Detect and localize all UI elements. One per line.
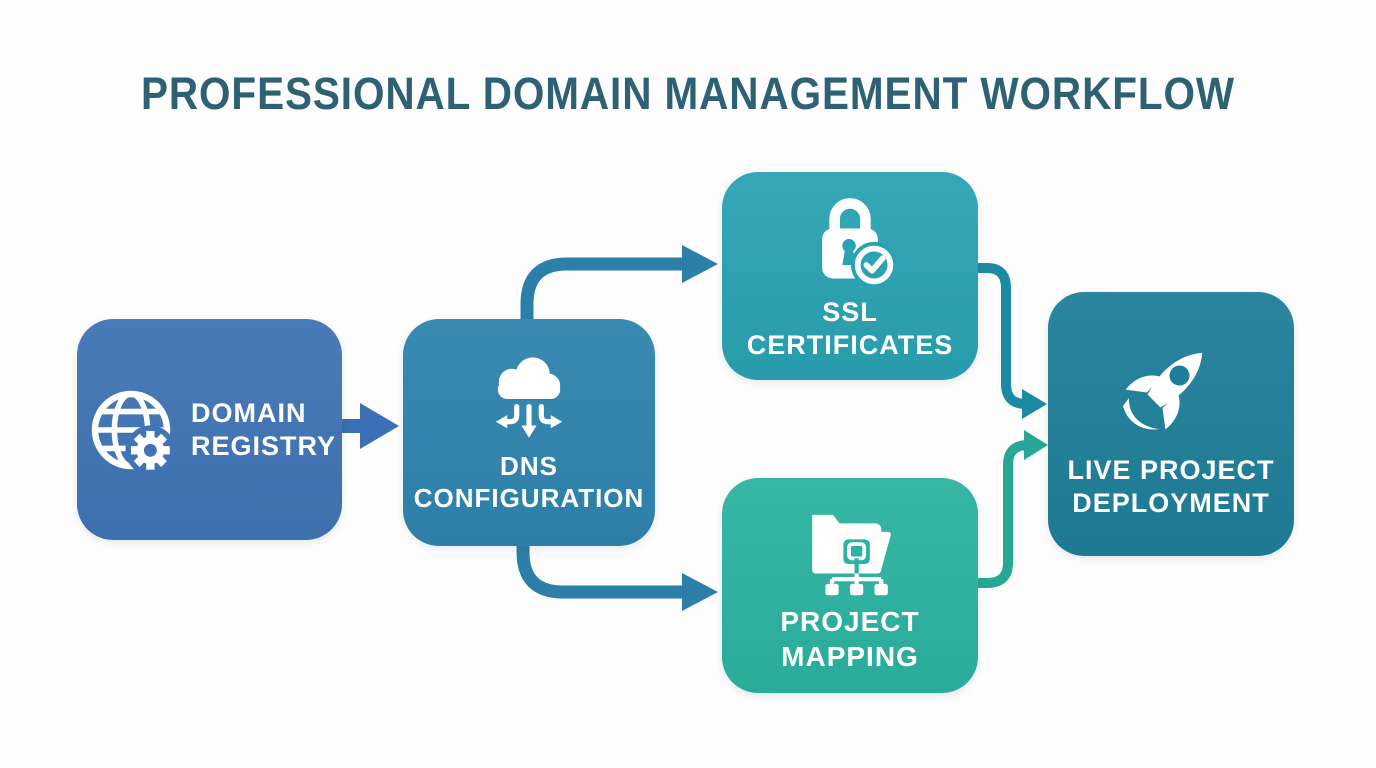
node-live-project-deployment: LIVE PROJECT DEPLOYMENT xyxy=(1048,292,1294,556)
arrow-registry-to-dns xyxy=(325,403,399,449)
node-label: PROJECT MAPPING xyxy=(780,606,920,672)
arrow-mapping-to-live xyxy=(974,430,1048,588)
node-label: DOMAIN REGISTRY xyxy=(190,397,336,461)
arrow-ssl-to-live xyxy=(974,263,1047,419)
node-label: SSL CERTIFICATES xyxy=(746,297,954,360)
cloud-transfer-icon xyxy=(495,357,563,438)
globe-gear-icon xyxy=(91,390,176,475)
arrow-dns-to-ssl xyxy=(520,245,718,329)
node-label: DNS CONFIGURATION xyxy=(413,450,645,513)
arrow-dns-to-mapping xyxy=(516,532,718,611)
node-domain-registry: DOMAIN REGISTRY xyxy=(77,319,342,540)
folder-sitemap-icon xyxy=(812,515,891,596)
diagram-title: PROFESSIONAL DOMAIN MANAGEMENT WORKFLOW xyxy=(140,68,1236,119)
node-ssl-certificates: SSL CERTIFICATES xyxy=(722,172,978,380)
rocket-icon xyxy=(1123,352,1203,430)
lock-check-icon xyxy=(822,198,898,289)
node-project-mapping: PROJECT MAPPING xyxy=(722,478,978,693)
node-dns-configuration: DNS CONFIGURATION xyxy=(403,319,655,546)
node-label: LIVE PROJECT DEPLOYMENT xyxy=(1067,455,1275,518)
